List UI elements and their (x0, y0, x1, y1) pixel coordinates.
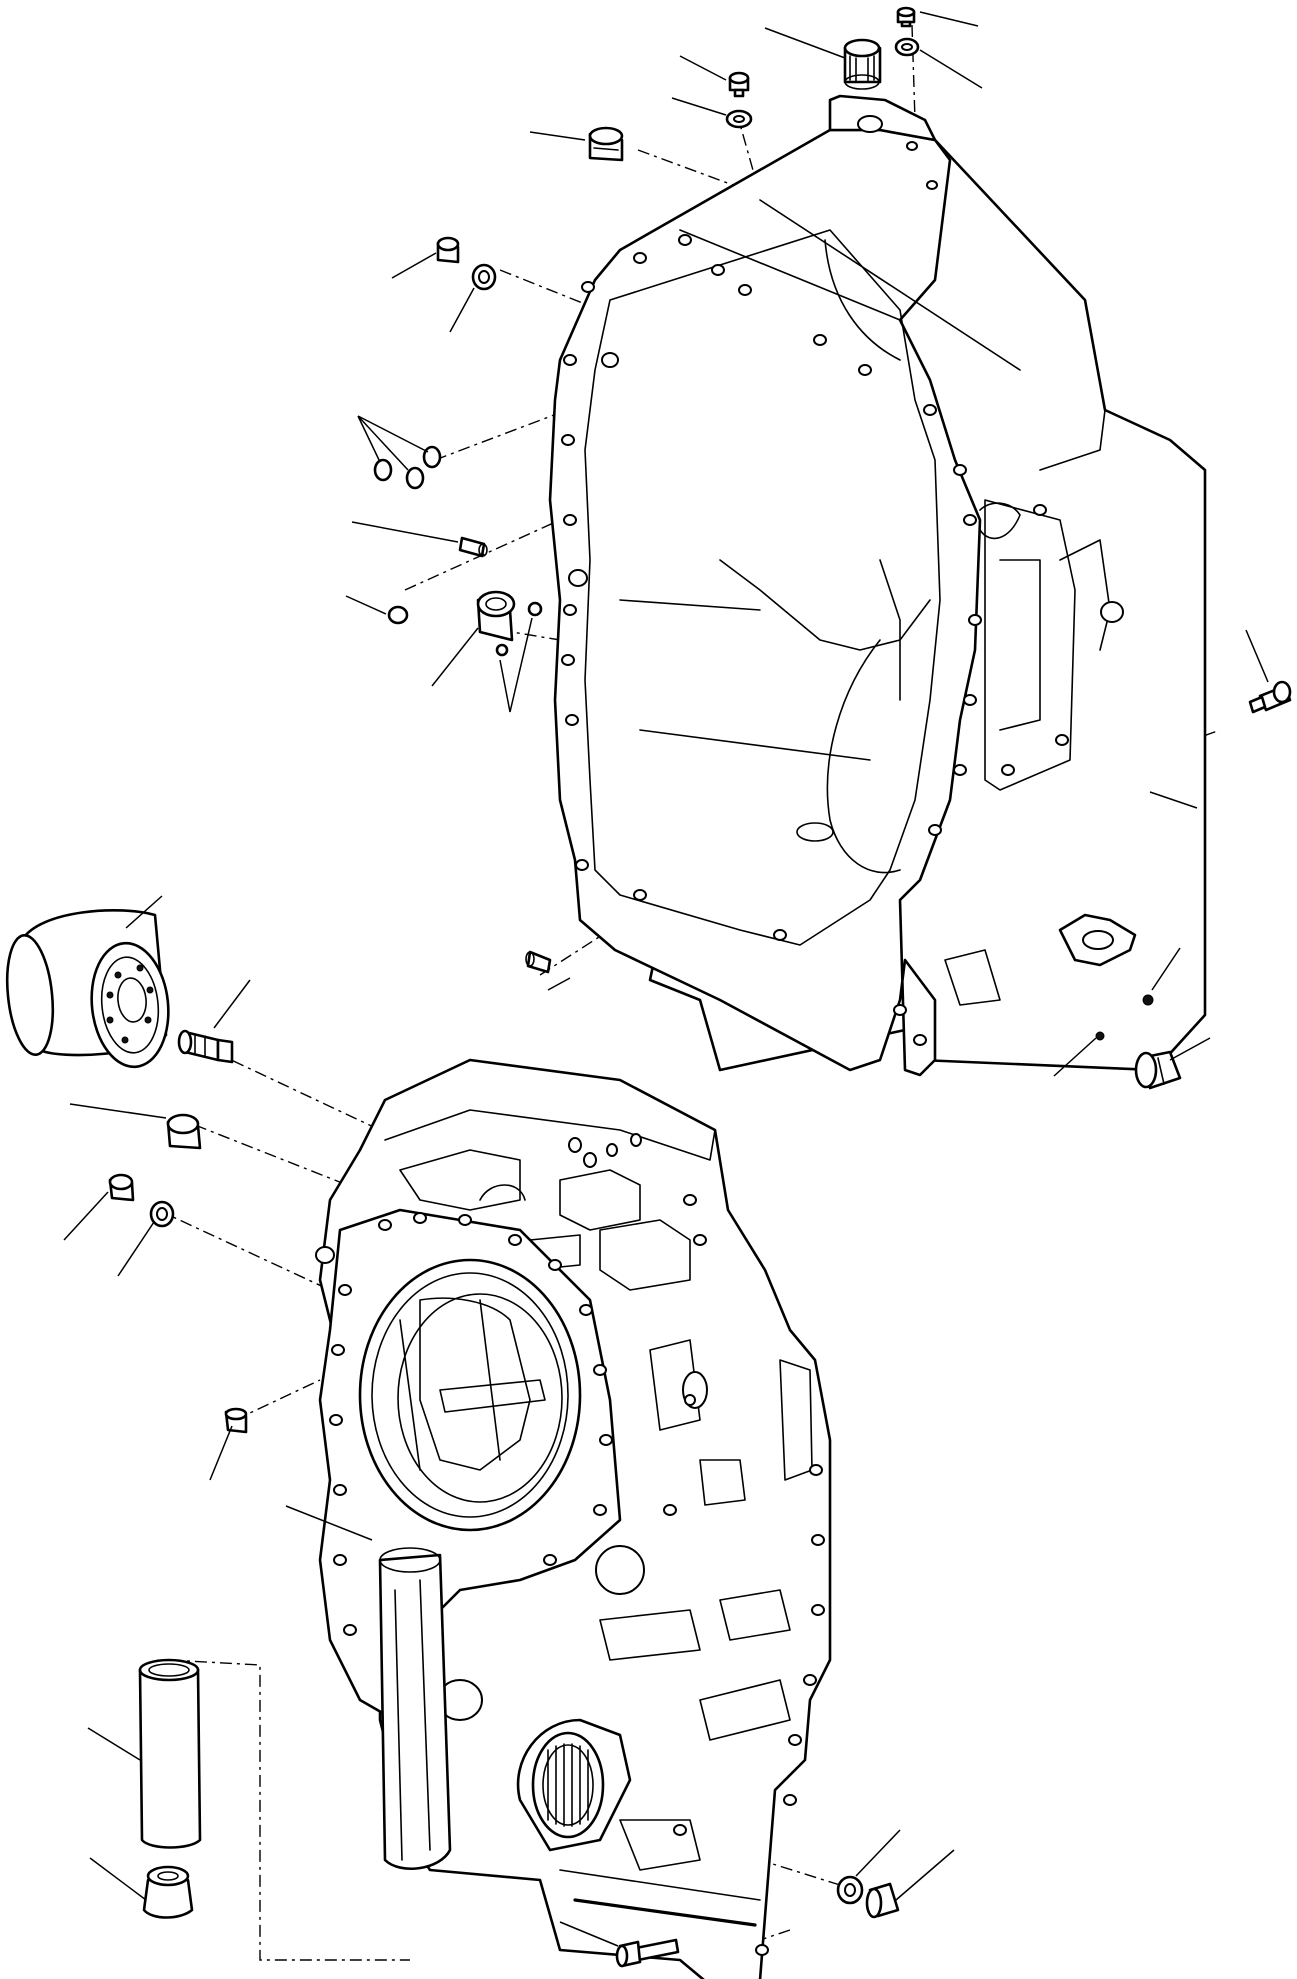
washer (149, 1200, 175, 1228)
plug (108, 1173, 135, 1202)
washer (836, 1875, 864, 1905)
spline-shaft-bore (531, 1731, 605, 1839)
dowel-pin (458, 536, 488, 558)
breather-cap (843, 38, 882, 90)
filter-ports (106, 964, 154, 1044)
callout-leader-lines (63, 11, 1269, 1947)
small-plug (224, 1407, 248, 1434)
upper-housing-opening (584, 229, 941, 946)
small-ball (1095, 1031, 1105, 1041)
dowel-pin (525, 950, 552, 974)
o-rings (373, 445, 442, 625)
suction-tube (378, 1553, 452, 1871)
lower-fasteners (108, 1113, 248, 1434)
upper-housing-flange (548, 128, 982, 1077)
washer (894, 37, 920, 57)
bolt (615, 1938, 680, 1968)
plug (865, 1882, 900, 1919)
washer (725, 109, 753, 129)
screw (728, 71, 750, 98)
small-ball (1142, 994, 1154, 1006)
plug (166, 1113, 202, 1150)
filter-adapter-nipple (177, 1029, 234, 1064)
drain-plug-cup (142, 1865, 194, 1919)
upper-fasteners (373, 6, 1292, 1090)
small-ball (495, 601, 543, 657)
plug (1134, 1050, 1182, 1090)
screw (896, 6, 916, 28)
plug (436, 236, 460, 264)
strainer-tube (138, 1658, 202, 1849)
plug (476, 590, 516, 642)
screw (1248, 680, 1292, 714)
washer (471, 263, 497, 291)
lower-front-housing (315, 1058, 832, 1979)
upper-flange-bolt-holes (561, 141, 1069, 1046)
upper-transmission-housing (548, 94, 1207, 1077)
oil-filter (5, 909, 170, 1069)
plug (588, 126, 624, 162)
